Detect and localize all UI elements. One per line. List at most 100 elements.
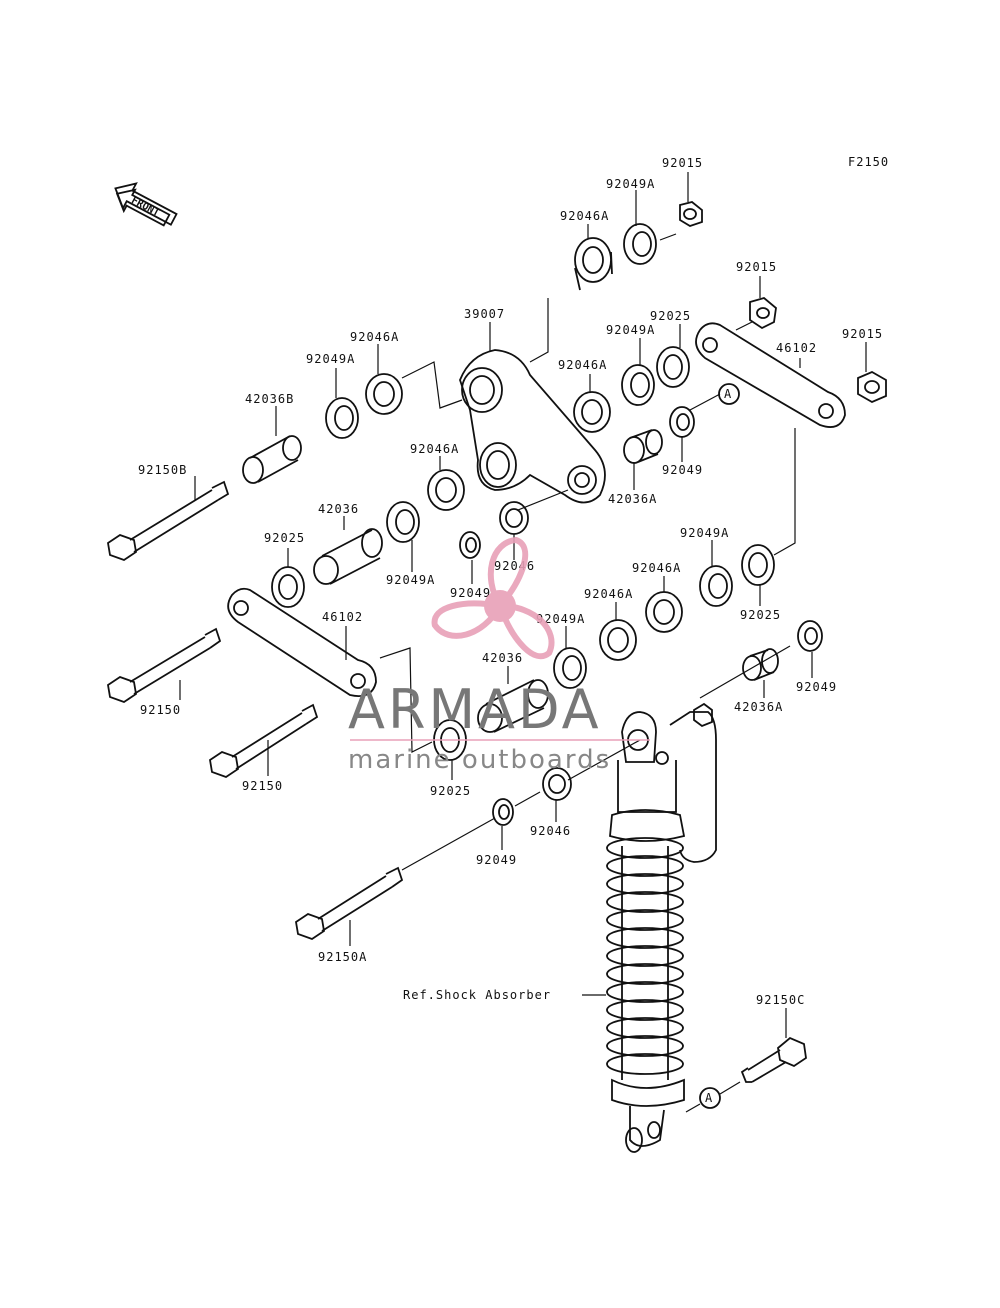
- bearing-92046a-left: [365, 373, 403, 415]
- seal-92049a-right: [621, 364, 655, 406]
- callout: 92046A: [584, 587, 633, 601]
- spring-coil: [606, 963, 684, 985]
- seal-92049-center: [459, 531, 481, 559]
- callout: 92046: [530, 824, 571, 838]
- callout: 42036A: [608, 492, 657, 506]
- shock-rod: [621, 846, 669, 1080]
- spring-coil: [606, 837, 684, 859]
- callout: 42036A: [734, 700, 783, 714]
- ref-marker-upper: A: [718, 383, 740, 405]
- seal-92049a-top: [623, 223, 657, 265]
- callout: 92046A: [560, 209, 609, 223]
- callout: 92049A: [386, 573, 435, 587]
- seal-92049-far-right: [797, 620, 823, 652]
- spring-coil: [606, 1017, 684, 1039]
- leader-lines: [179, 172, 867, 1113]
- washer-92025-upper: [656, 346, 690, 388]
- bearing-92046a-right: [573, 391, 611, 433]
- callout: 92015: [662, 156, 703, 170]
- nut-92015-top: [679, 201, 703, 227]
- callout: 92025: [740, 608, 781, 622]
- spring-coil: [606, 1035, 684, 1057]
- spring-coil: [606, 1053, 684, 1075]
- callout: 92046A: [558, 358, 607, 372]
- svg-text:A: A: [724, 387, 732, 401]
- spring-coil: [606, 945, 684, 967]
- bearing-92046a-lower-right: [645, 591, 683, 633]
- bolt-92150-lower: [209, 703, 319, 778]
- bearing-92046a-top: [574, 237, 613, 291]
- callout: 92049A: [306, 352, 355, 366]
- callout: 92049A: [606, 177, 655, 191]
- bearing-92046a-center: [427, 469, 465, 511]
- propeller-blade: [431, 600, 505, 639]
- callout-labels: 92015 92049A 92046A 92015 92025 92015 39…: [138, 156, 883, 1007]
- callout: 92150B: [138, 463, 187, 477]
- spring-coil: [606, 981, 684, 1003]
- callout: 92025: [264, 531, 305, 545]
- collar-42036b: [242, 435, 302, 484]
- callout: 92046A: [410, 442, 459, 456]
- callout: 92015: [736, 260, 777, 274]
- callout: 46102: [776, 341, 817, 355]
- callout: 92049A: [680, 526, 729, 540]
- spring-coil: [606, 891, 684, 913]
- seal-92049a-left: [325, 397, 359, 439]
- ref-marker-lower: A: [699, 1087, 721, 1109]
- callout: 92049A: [536, 612, 585, 626]
- callout: 92025: [650, 309, 691, 323]
- bolt-92150c: [740, 1036, 807, 1083]
- tie-rod-46102-right: [695, 322, 846, 428]
- watermark-tagline: marine outboards: [348, 745, 611, 775]
- bolt-92150b: [107, 480, 230, 561]
- callout: 92015: [842, 327, 883, 341]
- bolt-92150-upper: [107, 627, 222, 703]
- callout: 92049: [476, 853, 517, 867]
- callout: 92049: [662, 463, 703, 477]
- nut-92015-right: [857, 370, 887, 404]
- seal-92049a-center: [386, 501, 420, 543]
- collar-42036a-lower: [742, 648, 779, 681]
- spring-coil: [606, 855, 684, 877]
- rocker-arm-39007: [459, 349, 606, 504]
- spring-coil: [606, 999, 684, 1021]
- propeller-blade: [495, 602, 555, 660]
- washer-92025-right: [741, 544, 775, 586]
- watermark: ARMADA marine outboards: [348, 536, 650, 775]
- svg-text:A: A: [705, 1091, 713, 1105]
- bearing-92046-lower: [542, 767, 572, 801]
- callout: 92150A: [318, 950, 367, 964]
- ref-shock-absorber-label: Ref.Shock Absorber: [403, 988, 551, 1002]
- callout: 42036: [318, 502, 359, 516]
- front-arrow-icon: FRONT: [114, 182, 178, 227]
- callout: 42036: [482, 651, 523, 665]
- collar-42036a-upper: [623, 429, 663, 464]
- seal-92049a-lower: [553, 647, 587, 689]
- callout: 42036B: [245, 392, 294, 406]
- tie-rod-46102-left: [227, 587, 377, 697]
- seal-92049a-right-lower: [699, 565, 733, 607]
- callout: 92046A: [632, 561, 681, 575]
- bolt-92150a: [295, 866, 404, 940]
- washer-92025-left: [271, 566, 305, 608]
- propeller-hub: [484, 590, 516, 622]
- callout: 92025: [430, 784, 471, 798]
- watermark-brand: ARMADA: [348, 678, 602, 741]
- nut-92015-mid: [749, 297, 777, 330]
- propeller-blade: [487, 536, 529, 612]
- propeller-logo-icon: [431, 536, 555, 660]
- callout: 92049A: [606, 323, 655, 337]
- callout: 92049: [450, 586, 491, 600]
- spring-coils: [606, 837, 684, 1080]
- collar-42036-upper: [313, 528, 383, 585]
- callout: 92046A: [350, 330, 399, 344]
- spring-coil: [606, 873, 684, 895]
- callout: 46102: [322, 610, 363, 624]
- bearing-92046-small: [499, 501, 529, 535]
- spring-coil: [606, 927, 684, 949]
- bearing-92046a-lower: [599, 619, 637, 661]
- callout: 92150: [140, 703, 181, 717]
- spring-coil: [606, 909, 684, 931]
- seal-92049-right: [669, 406, 695, 438]
- callout: 92150C: [756, 993, 805, 1007]
